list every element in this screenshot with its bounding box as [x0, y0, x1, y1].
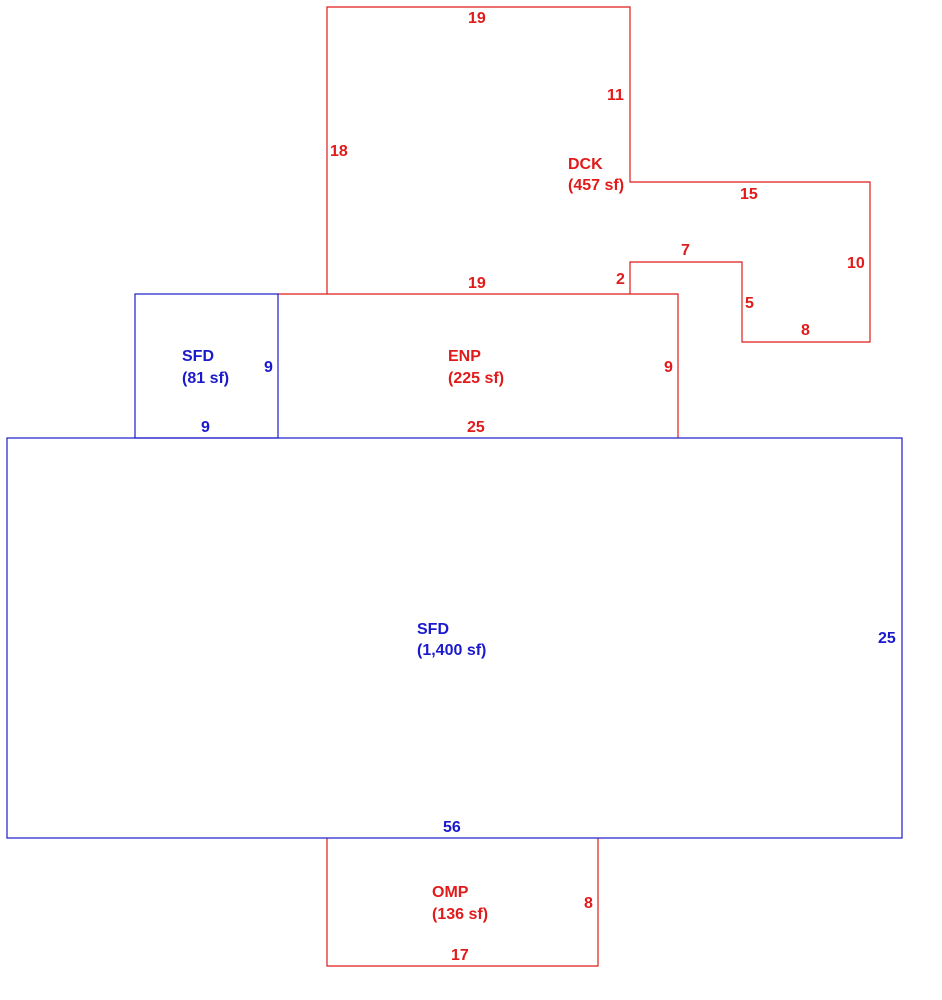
dim-sfd-main-bottom: 56	[443, 819, 461, 836]
dim-dck-top: 19	[468, 10, 486, 27]
dim-dck-left: 18	[330, 143, 348, 160]
omp-area-label: (136 sf)	[432, 906, 488, 923]
sfd-main-outline	[6, 437, 903, 839]
dim-dck-step-top: 15	[740, 186, 758, 203]
dim-dck-far-right: 10	[847, 255, 865, 272]
sfd-main-code-label: SFD	[417, 621, 449, 638]
sfd-small-code-label: SFD	[182, 348, 214, 365]
dim-dck-small-side: 2	[616, 271, 625, 288]
sfd-small-area-label: (81 sf)	[182, 370, 229, 387]
omp-code-label: OMP	[432, 884, 469, 901]
omp-outline	[326, 838, 599, 967]
sfd-main-area-label: (1,400 sf)	[417, 642, 486, 659]
enp-outline	[278, 293, 679, 438]
dck-area-label: (457 sf)	[568, 177, 624, 194]
dim-sfd-small-bottom: 9	[201, 419, 210, 436]
dim-dck-right-upper: 11	[607, 87, 624, 104]
dim-omp-right: 8	[584, 895, 593, 912]
enp-area-label: (225 sf)	[448, 370, 504, 387]
dim-dck-notch-bottom: 8	[801, 322, 810, 339]
sfd-small-outline	[134, 293, 279, 439]
dim-sfd-small-right: 9	[264, 359, 273, 376]
dim-dck-notch-side: 5	[745, 295, 754, 312]
dck-code-label: DCK	[568, 156, 603, 173]
dim-sfd-main-right: 25	[878, 630, 896, 647]
dim-enp-right: 9	[664, 359, 673, 376]
dim-dck-notch-top: 7	[681, 242, 690, 259]
dim-dck-bottom: 19	[468, 275, 486, 292]
dim-enp-bottom: 25	[467, 419, 485, 436]
dim-omp-bottom: 17	[451, 947, 469, 964]
dck-outline	[326, 6, 871, 343]
enp-code-label: ENP	[448, 348, 481, 365]
